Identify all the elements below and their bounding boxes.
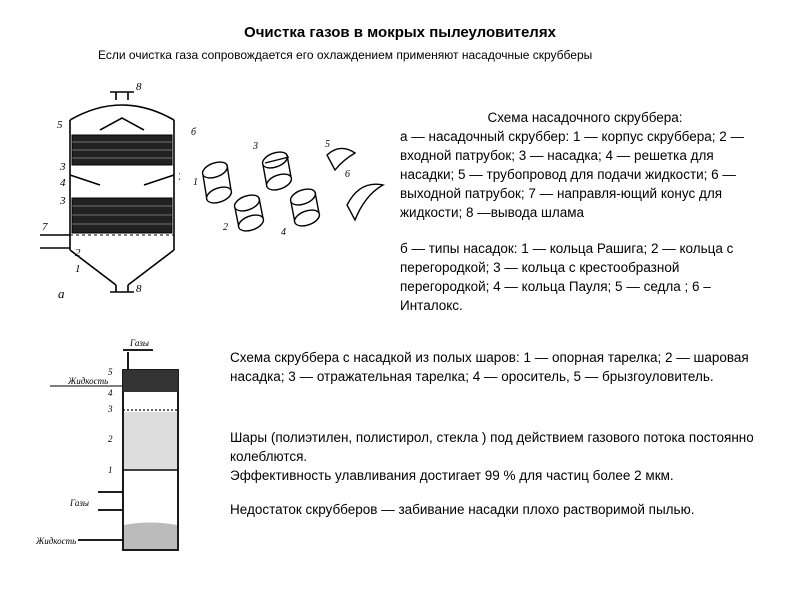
label-gas-in: Газы: [69, 498, 89, 508]
label-2: 2: [75, 247, 81, 259]
page-title: Очистка газов в мокрых пылеуловителях: [244, 24, 556, 41]
label-5: 5: [57, 119, 63, 131]
outlet-pipe-top: [110, 91, 134, 100]
packed-scrubber-text: а — насадочный скруббер: 1 — корпус скру…: [400, 129, 745, 220]
ring-label-2: 2: [223, 222, 228, 233]
cross-partition-ring: [233, 194, 265, 232]
liquid-sump: [124, 522, 177, 549]
scrubber-cone: [69, 249, 175, 286]
label-1: 1: [75, 263, 81, 275]
scrubber-body: [69, 120, 175, 250]
label-4: 4: [60, 177, 66, 189]
mist-eliminator: [123, 370, 178, 392]
label-liquid-in: Жидкость: [67, 376, 108, 386]
ball-scrubber-diagram: Газы Жидкость 5 4 3 2 1 Газы Жидкость: [35, 338, 179, 551]
label-gas-out: Газы: [129, 338, 149, 348]
scrubber-dome: [69, 104, 175, 121]
gas-inlet-pipe: [98, 491, 123, 511]
num-4: 4: [108, 388, 113, 398]
liquid-cone: [99, 117, 145, 131]
drawback-text: Недостаток скрубберов — забивание насадк…: [230, 502, 695, 517]
sludge-outlet: [110, 285, 134, 293]
label-8-bottom: 8: [136, 283, 142, 295]
ring-with-partition: [261, 151, 293, 191]
balls-description-line-1: Шары (полиэтилен, полистирол, стекла ) п…: [230, 430, 754, 464]
num-1: 1: [108, 465, 113, 475]
berl-saddle: [326, 147, 357, 172]
ring-label-6: 6: [345, 169, 350, 180]
ring-label-3: 3: [252, 141, 258, 152]
inlet-pipe: [40, 234, 70, 249]
num-2: 2: [108, 434, 113, 444]
label-7-right: 7: [178, 171, 180, 183]
label-3a: 3: [59, 161, 66, 173]
packing-types-diagram: б 1 2 3 4 5 6: [191, 127, 385, 238]
packed-scrubber-caption: Схема насадочного скруббера: а — насадоч…: [400, 108, 770, 222]
page-subtitle: Если очистка газа сопровождается его охл…: [98, 48, 593, 62]
packed-scrubber-heading: Схема насадочного скруббера:: [487, 110, 683, 125]
ring-label-1: 1: [193, 177, 198, 188]
ball-scrubber-caption: Схема скруббера с насадкой из полых шаро…: [230, 350, 749, 384]
ring-label-5: 5: [325, 139, 330, 150]
guide-cone: [69, 174, 175, 186]
packed-scrubber-diagram: 8 5 3 4 3 7 7 1 2 8 а: [40, 81, 180, 301]
label-8-top: 8: [136, 81, 142, 93]
num-5: 5: [108, 367, 113, 377]
ball-packing: [124, 412, 177, 469]
raschig-ring: [201, 161, 233, 204]
label-3b: 3: [59, 195, 66, 207]
balls-description-line-2: Эффективность улавливания достигает 99 %…: [230, 468, 674, 483]
ring-label-4: 4: [281, 227, 286, 238]
packing-lower: [71, 197, 173, 234]
fig-label-a: а: [58, 286, 65, 301]
fig-label-b: б: [191, 127, 197, 138]
label-liquid-out: Жидкость: [35, 536, 76, 546]
label-7-left: 7: [42, 221, 48, 233]
packing-types-caption: б — типы насадок: 1 — кольца Рашига; 2 —…: [400, 241, 734, 313]
balls-description: Шары (полиэтилен, полистирол, стекла ) п…: [230, 428, 770, 485]
pall-ring: [289, 188, 321, 227]
num-3: 3: [107, 404, 113, 414]
intalox-saddle: [346, 183, 385, 222]
